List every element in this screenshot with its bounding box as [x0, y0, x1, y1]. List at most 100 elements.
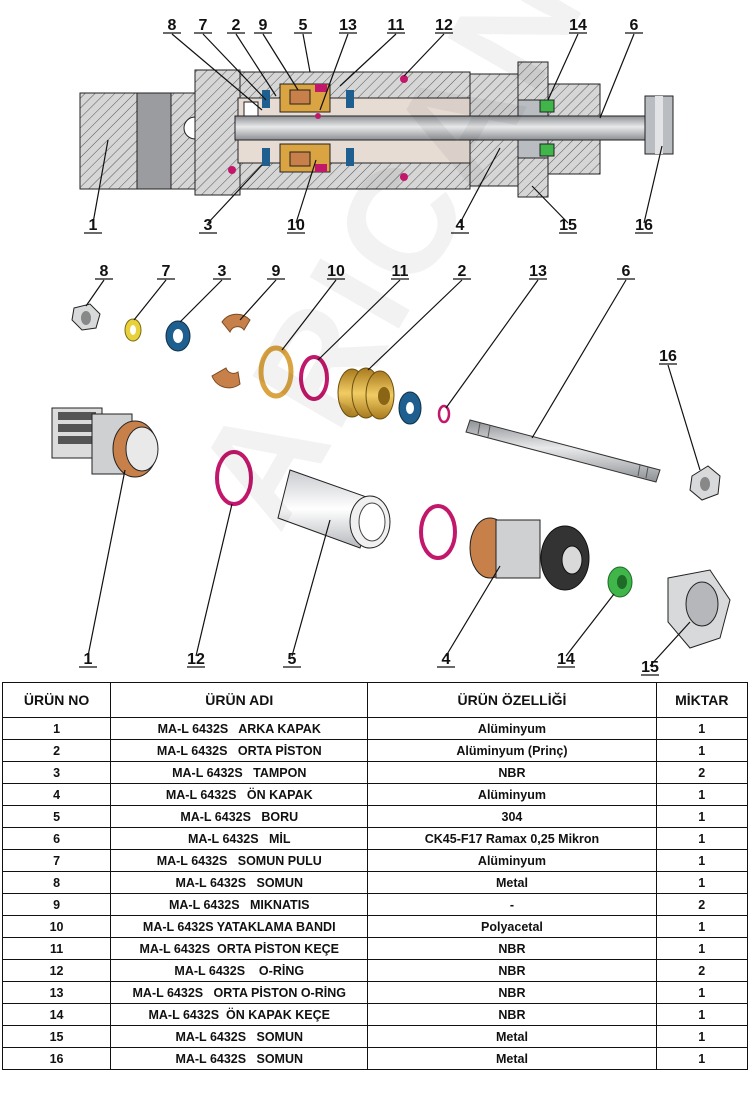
row-qty: 2	[655, 959, 749, 982]
section-leaders	[92, 33, 663, 224]
row-spec: Polyacetal	[367, 915, 657, 938]
row-qty: 2	[655, 761, 749, 784]
row-number: 8	[1, 871, 112, 894]
section-callout-16: 16	[635, 217, 653, 234]
header-urun-no: ÜRÜN NO	[1, 682, 112, 718]
row-name: MA-L 6432S ORTA PİSTON KEÇE	[110, 937, 369, 960]
rear-cap-part	[51, 407, 159, 478]
row-spec: NBR	[367, 981, 657, 1004]
row-number: 5	[1, 805, 112, 828]
row-name: MA-L 6432S ARKA KAPAK	[110, 717, 369, 740]
tube-part	[277, 469, 391, 549]
row-number: 12	[1, 959, 112, 982]
exploded-callout-1: 1	[84, 651, 93, 668]
exploded-callout-2: 2	[458, 263, 467, 280]
nut-8-part	[71, 303, 101, 331]
exploded-callout-5: 5	[288, 651, 297, 668]
exploded-callout-4: 4	[442, 651, 451, 668]
section-callout-2: 2	[232, 17, 241, 34]
row-qty: 1	[655, 1047, 749, 1070]
section-callout-4: 4	[456, 217, 465, 234]
table-header-row: ÜRÜN NO ÜRÜN ADI ÜRÜN ÖZELLİĞİ MİKTAR	[1, 682, 749, 718]
row-number: 1	[1, 717, 112, 740]
front-cap-part	[469, 517, 590, 591]
row-qty: 1	[655, 849, 749, 872]
row-name: MA-L 6432S MIKNATIS	[110, 893, 369, 916]
section-callout-13: 13	[339, 17, 357, 34]
row-spec: Alüminyum	[367, 783, 657, 806]
exploded-callout-8: 8	[100, 263, 109, 280]
row-qty: 1	[655, 805, 749, 828]
row-spec: NBR	[367, 761, 657, 784]
row-number: 14	[1, 1003, 112, 1026]
exploded-callout-9: 9	[272, 263, 281, 280]
row-number: 4	[1, 783, 112, 806]
row-spec: NBR	[367, 1003, 657, 1026]
section-callout-3: 3	[204, 217, 213, 234]
row-qty: 1	[655, 1025, 749, 1048]
row-qty: 1	[655, 871, 749, 894]
row-name: MA-L 6432S SOMUN	[110, 871, 369, 894]
row-name: MA-L 6432S SOMUN	[110, 1047, 369, 1070]
exploded-leaders	[85, 279, 701, 667]
section-callout-11: 11	[388, 17, 405, 34]
section-callout-6: 6	[630, 17, 639, 34]
section-callout-9: 9	[259, 17, 268, 34]
row-number: 2	[1, 739, 112, 762]
row-spec: Metal	[367, 871, 657, 894]
row-qty: 1	[655, 717, 749, 740]
row-spec: Alüminyum	[367, 717, 657, 740]
row-number: 3	[1, 761, 112, 784]
row-number: 11	[1, 937, 112, 960]
row-number: 13	[1, 981, 112, 1004]
exploded-callout-16: 16	[659, 348, 677, 365]
exploded-callout-7: 7	[162, 263, 171, 280]
row-spec: Alüminyum	[367, 849, 657, 872]
exploded-callout-13: 13	[529, 263, 547, 280]
row-name: MA-L 6432S ÖN KAPAK	[110, 783, 369, 806]
row-qty: 1	[655, 981, 749, 1004]
row-spec: 304	[367, 805, 657, 828]
row-name: MA-L 6432S O-RİNG	[110, 959, 369, 982]
row-spec: Metal	[367, 1025, 657, 1048]
section-callout-8: 8	[168, 17, 177, 34]
exploded-callout-3: 3	[218, 263, 227, 280]
row-qty: 1	[655, 783, 749, 806]
row-qty: 1	[655, 937, 749, 960]
row-name: MA-L 6432S SOMUN PULU	[110, 849, 369, 872]
row-name: MA-L 6432S BORU	[110, 805, 369, 828]
row-number: 9	[1, 893, 112, 916]
middle-piston-part	[337, 367, 395, 420]
row-name: MA-L 6432S ORTA PİSTON	[110, 739, 369, 762]
row-name: MA-L 6432S YATAKLAMA BANDI	[110, 915, 369, 938]
exploded-callout-12: 12	[187, 651, 205, 668]
row-number: 16	[1, 1047, 112, 1070]
row-spec: Metal	[367, 1047, 657, 1070]
section-callout-14: 14	[569, 17, 587, 34]
section-callout-12: 12	[435, 17, 453, 34]
section-callout-15: 15	[559, 217, 577, 234]
row-number: 7	[1, 849, 112, 872]
exploded-view	[51, 303, 731, 649]
row-spec: -	[367, 893, 657, 916]
row-spec: CK45-F17 Ramax 0,25 Mikron	[367, 827, 657, 850]
section-view	[79, 61, 674, 198]
section-callout-10: 10	[287, 217, 305, 234]
exploded-callout-15: 15	[641, 659, 659, 676]
exploded-callout-6: 6	[622, 263, 631, 280]
row-spec: NBR	[367, 959, 657, 982]
row-name: MA-L 6432S SOMUN	[110, 1025, 369, 1048]
exploded-callout-10: 10	[327, 263, 345, 280]
